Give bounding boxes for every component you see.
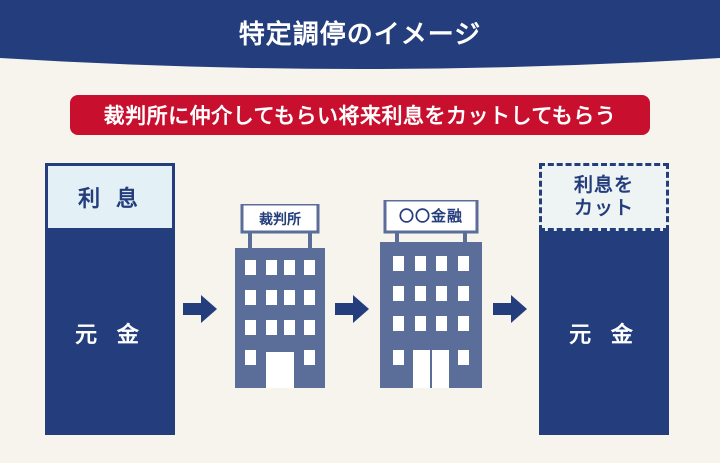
interest-cut-line2: カット: [573, 197, 634, 219]
left-principal-box: 元 金: [45, 231, 175, 435]
finance-building-icon: [380, 200, 482, 388]
arrow-right-icon: [183, 295, 217, 323]
finance-sign-label: 金融: [431, 207, 464, 225]
right-debt-column: 利息を カット 元 金: [539, 163, 669, 435]
arrow-right-icon: [335, 295, 369, 323]
left-interest-box: 利 息: [45, 163, 175, 231]
left-debt-column: 利 息 元 金: [45, 163, 175, 435]
court-sign: 裁判所: [259, 212, 301, 228]
right-interest-cut-box: 利息を カット: [539, 163, 669, 231]
finance-sign-circles: 〇〇: [398, 207, 431, 225]
arrow-right-icon: [493, 295, 527, 323]
finance-sign: 〇〇金融: [385, 205, 477, 226]
header: 特定調停のイメージ: [0, 0, 720, 80]
court-building-icon: [235, 204, 325, 388]
right-principal-box: 元 金: [539, 231, 669, 435]
interest-cut-line1: 利息を: [573, 174, 634, 197]
header-background: [0, 0, 720, 69]
page-title: 特定調停のイメージ: [238, 20, 482, 50]
summary-banner: 裁判所に仲介してもらい将来利息をカットしてもらう: [70, 95, 650, 135]
